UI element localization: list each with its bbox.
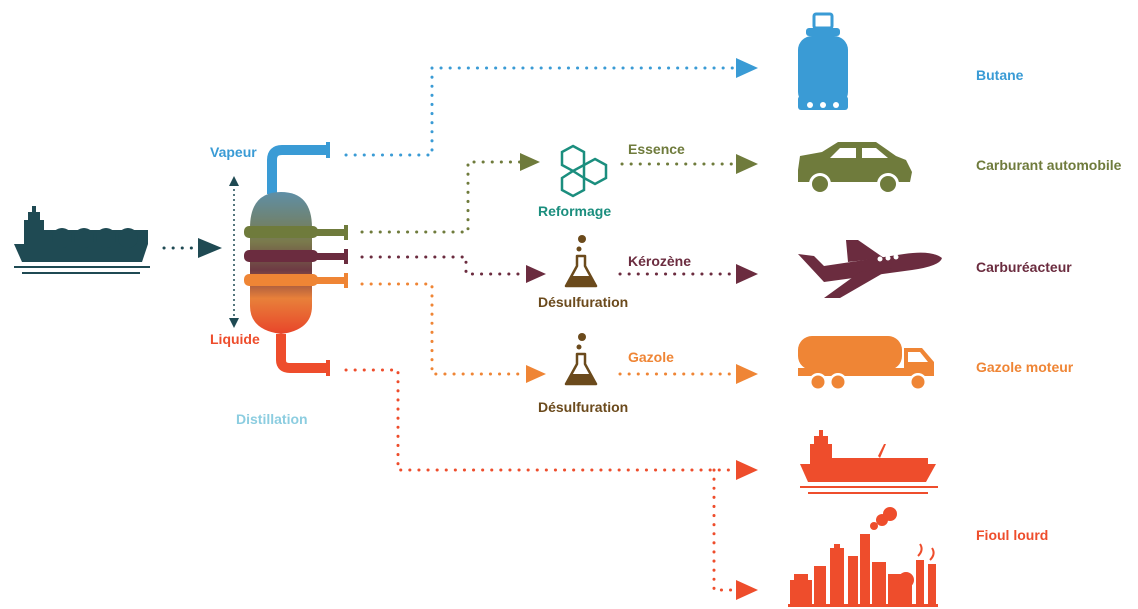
tanker-truck-icon — [798, 336, 934, 391]
arrow-feed — [198, 238, 222, 258]
label-essence: Essence — [628, 141, 685, 157]
arrow-butane — [736, 58, 758, 78]
label-distillation: Distillation — [236, 411, 308, 427]
label-liquide: Liquide — [210, 331, 260, 347]
flow-gazole-in — [360, 282, 528, 376]
arrow-car — [736, 154, 758, 174]
label-vapeur: Vapeur — [210, 144, 257, 160]
label-kerozene: Kérozène — [628, 253, 691, 269]
product-butane: Butane — [976, 67, 1024, 83]
flask-icon — [564, 333, 598, 386]
product-carburant-automobile: Carburant automobile — [976, 157, 1122, 173]
arrow-desulf-2 — [526, 365, 546, 383]
arrow-truck — [736, 364, 758, 384]
car-icon — [798, 142, 912, 195]
arrow-plane — [736, 264, 758, 284]
gas-bottle-icon — [798, 12, 848, 110]
product-gazole-moteur: Gazole moteur — [976, 359, 1074, 375]
arrow-desulf-1 — [526, 265, 546, 283]
arrow-ship — [736, 460, 758, 480]
arrow-reformage — [520, 153, 540, 171]
label-desulfuration-2: Désulfuration — [538, 399, 628, 415]
benzene-molecule-icon — [560, 144, 608, 198]
product-carbureacteur: Carburéacteur — [976, 259, 1072, 275]
flow-kerozene-in — [360, 255, 528, 276]
flow-fioul-factory — [712, 468, 738, 592]
distillation-column-icon — [244, 142, 348, 376]
flow-essence-in — [360, 160, 522, 234]
airplane-icon — [798, 240, 942, 298]
arrow-factory — [736, 580, 758, 600]
label-gazole: Gazole — [628, 349, 674, 365]
label-reformage: Reformage — [538, 203, 611, 219]
vapour-liquid-axis — [229, 176, 239, 328]
flow-fioul — [344, 368, 738, 472]
cargo-ship-icon — [800, 430, 938, 494]
label-desulfuration-1: Désulfuration — [538, 294, 628, 310]
flask-icon — [564, 235, 598, 288]
factory-icon — [788, 507, 938, 607]
product-fioul-lourd: Fioul lourd — [976, 527, 1048, 543]
lng-tanker-icon — [14, 206, 150, 274]
